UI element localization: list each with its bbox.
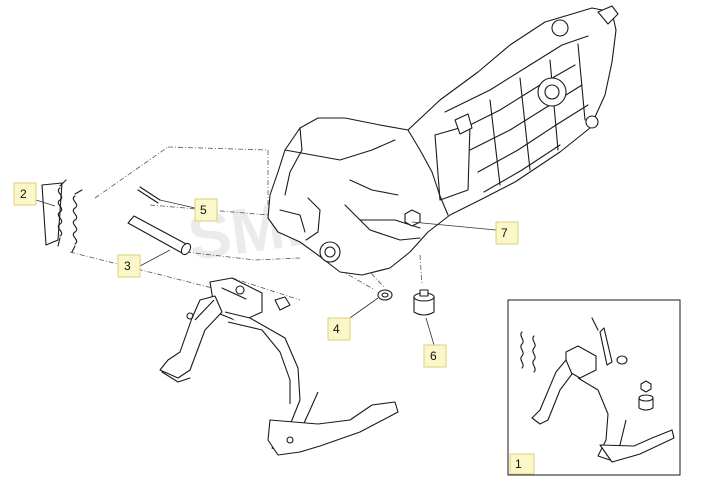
engine-crankcase [267, 5, 619, 276]
part-7-nut [404, 209, 421, 227]
part-6-buffer [413, 289, 435, 316]
callout-6: 6 [423, 344, 447, 368]
callout-7-label: 7 [501, 226, 508, 240]
inset-assembly-view [507, 299, 681, 476]
callout-4: 4 [327, 317, 351, 341]
callout-2-label: 2 [20, 187, 27, 201]
part-4-washer [377, 289, 393, 301]
callout-4-label: 4 [333, 322, 340, 336]
callout-3: 3 [117, 254, 141, 278]
callout-5-label: 5 [200, 203, 207, 217]
callout-6-label: 6 [430, 349, 437, 363]
center-stand [159, 277, 399, 456]
callout-7: 7 [495, 221, 519, 245]
callout-1: 1 [509, 453, 535, 475]
callout-3-label: 3 [124, 259, 131, 273]
part-3-shaft [127, 215, 192, 256]
part-2-springs [41, 179, 83, 253]
callout-2: 2 [13, 182, 37, 206]
part-5-pin [137, 186, 161, 204]
callout-1-label: 1 [515, 457, 522, 471]
callout-5: 5 [194, 198, 218, 222]
